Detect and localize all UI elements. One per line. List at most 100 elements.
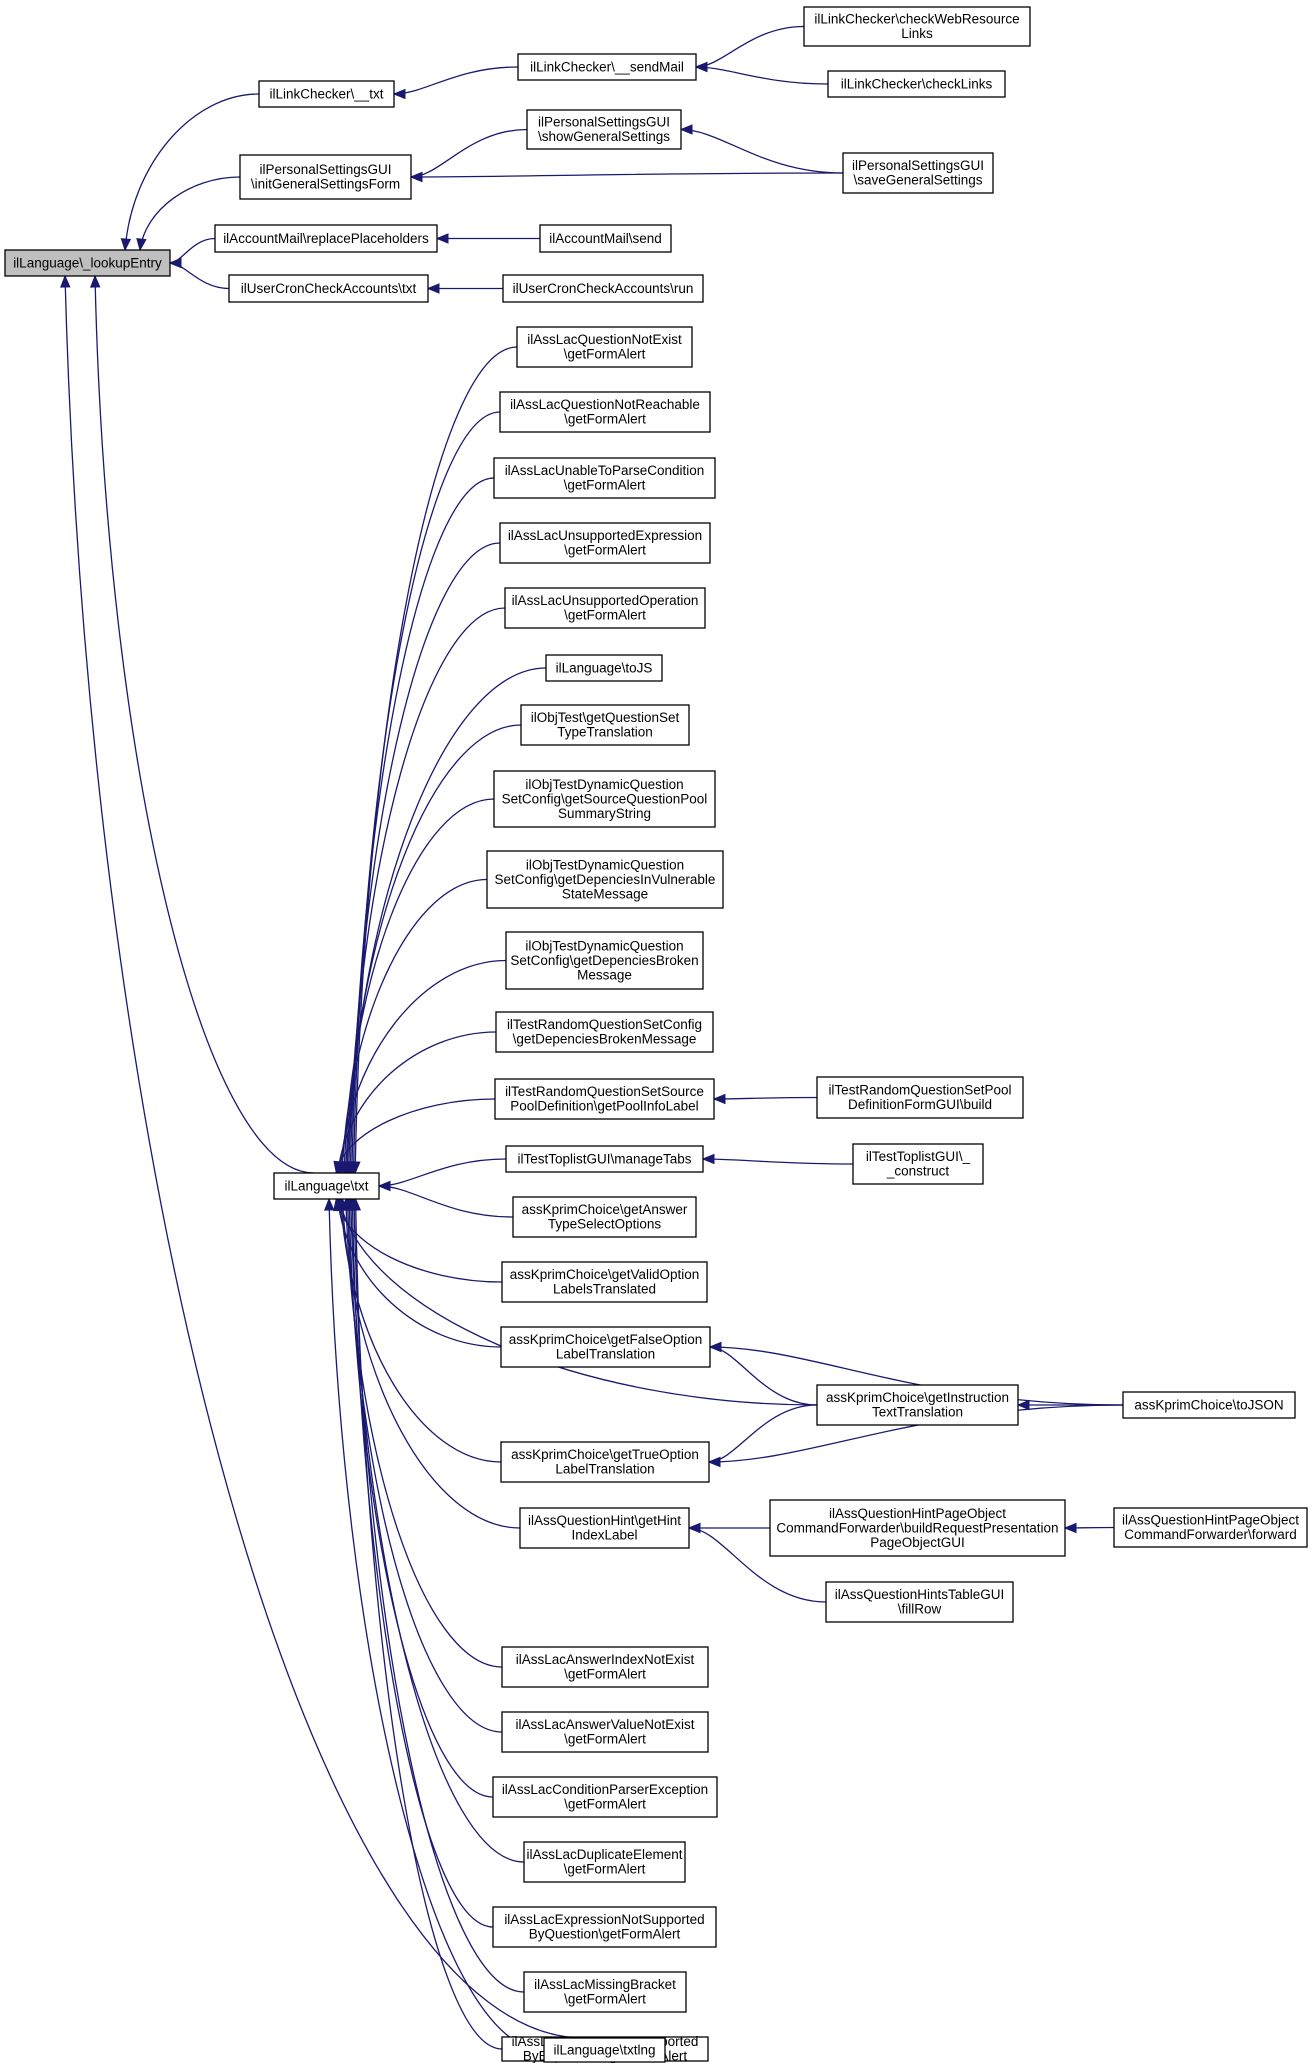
node-label: TypeTranslation (557, 725, 653, 740)
node-n6[interactable]: ilLanguage\toJS (545, 654, 663, 682)
node-label: \showGeneralSettings (538, 129, 670, 144)
node-label: CommandForwarder\buildRequestPresentatio… (776, 1520, 1058, 1535)
node-n16[interactable]: assKprimChoice\getFalseOptionLabelTransl… (500, 1326, 711, 1368)
node-label: PoolDefinition\getPoolInfoLabel (510, 1099, 698, 1114)
edge-n12-to-txt (335, 1098, 496, 1174)
node-box (495, 1011, 714, 1053)
node-box (526, 109, 682, 150)
edge-n13-to-txt (378, 1158, 507, 1187)
node-label: ilAccountMail\replacePlaceholders (223, 231, 429, 246)
node-label: ilLinkChecker\checkLinks (841, 76, 993, 91)
node-n13b[interactable]: ilTestToplistGUI\__construct (852, 1143, 984, 1185)
node-n24[interactable]: ilAssLacMissingBracket\getFormAlert (523, 1971, 687, 2013)
node-label: \getFormAlert (564, 1732, 646, 1747)
edge-lctxt-to-lookup (124, 93, 260, 251)
node-box (501, 1711, 709, 1753)
node-box (816, 1076, 1024, 1119)
node-initform[interactable]: ilPersonalSettingsGUI\initGeneralSetting… (239, 154, 412, 200)
node-accsend[interactable]: ilAccountMail\send (539, 224, 672, 253)
node-box (258, 80, 395, 108)
node-box (1113, 1507, 1308, 1548)
node-label: Message (577, 967, 632, 982)
node-n9[interactable]: ilObjTestDynamicQuestionSetConfig\getDep… (486, 850, 724, 909)
node-n2[interactable]: ilAssLacQuestionNotReachable\getFormAler… (499, 391, 711, 433)
node-savegen[interactable]: ilPersonalSettingsGUI\saveGeneralSetting… (842, 152, 994, 194)
node-n4[interactable]: ilAssLacUnsupportedExpression\getFormAle… (499, 522, 711, 564)
arrowhead-icon (60, 274, 71, 288)
node-n1[interactable]: ilAssLacQuestionNotExist\getFormAlert (516, 326, 693, 368)
node-n11[interactable]: ilTestRandomQuestionSetConfig\getDepenci… (495, 1011, 714, 1053)
node-instr[interactable]: assKprimChoice\getInstructionTextTransla… (816, 1384, 1019, 1426)
node-label: ilUserCronCheckAccounts\txt (241, 281, 417, 296)
node-box (816, 1384, 1019, 1426)
node-n12[interactable]: ilTestRandomQuestionSetSourcePoolDefinit… (494, 1078, 715, 1120)
node-n21[interactable]: ilAssLacConditionParserException\getForm… (492, 1776, 718, 1818)
edge-checklinks-to-sendmail (695, 66, 829, 85)
node-n20[interactable]: ilAssLacAnswerValueNotExist\getFormAlert (501, 1711, 709, 1753)
edge-n3-to-txt (351, 477, 495, 1174)
node-label: ilAssLacUnsupportedOperation (512, 593, 699, 608)
node-label: SummaryString (558, 806, 651, 821)
node-label: DefinitionFormGUI\build (848, 1097, 992, 1112)
node-box (4, 249, 171, 277)
edge-n2-to-txt (352, 411, 501, 1174)
node-txtlng[interactable]: ilLanguage\txtlng (543, 2037, 666, 2063)
node-showgen[interactable]: ilPersonalSettingsGUI\showGeneralSetting… (526, 109, 682, 150)
node-cronrun[interactable]: ilUserCronCheckAccounts\run (502, 274, 704, 303)
graph-edges (60, 25, 1124, 2051)
arrowhead-icon (333, 1160, 344, 1175)
graph-nodes: ilLanguage\_lookupEntry ilLinkChecker\__t… (4, 6, 1308, 2063)
node-n17[interactable]: assKprimChoice\getTrueOptionLabelTransla… (500, 1441, 710, 1483)
node-sendmail[interactable]: ilLinkChecker\__sendMail (517, 53, 697, 81)
node-n22[interactable]: ilAssLacDuplicateElement\getFormAlert (523, 1841, 686, 1883)
node-n10[interactable]: ilObjTestDynamicQuestionSetConfig\getDep… (505, 931, 704, 990)
edge-txtlng-to-txt (328, 1198, 545, 2051)
node-label: assKprimChoice\toJSON (1134, 1397, 1283, 1412)
node-buildreq[interactable]: ilAssQuestionHintPageObjectCommandForwar… (769, 1499, 1066, 1557)
node-forward[interactable]: ilAssQuestionHintPageObjectCommandForwar… (1113, 1507, 1308, 1548)
arrowhead-icon (136, 237, 147, 252)
node-label: \initGeneralSettingsForm (251, 177, 400, 192)
node-n5[interactable]: ilAssLacUnsupportedOperation\getFormAler… (504, 587, 706, 629)
node-n19[interactable]: ilAssLacAnswerIndexNotExist\getFormAlert (501, 1646, 709, 1688)
node-label: assKprimChoice\getFalseOption (509, 1332, 703, 1347)
node-n8[interactable]: ilObjTestDynamicQuestionSetConfig\getSou… (493, 770, 716, 828)
node-label: PageObjectGUI (870, 1535, 965, 1550)
node-lctxt[interactable]: ilLinkChecker\__txt (258, 80, 395, 108)
node-label: assKprimChoice\getAnswer (522, 1202, 688, 1217)
node-crontxt[interactable]: ilUserCronCheckAccounts\txt (228, 274, 429, 303)
node-label: ilPersonalSettingsGUI (852, 158, 984, 173)
arrowhead-icon (679, 124, 693, 135)
node-tojson[interactable]: assKprimChoice\toJSON (1122, 1391, 1296, 1419)
edge-n25-to-txt (354, 1198, 503, 2050)
node-n13[interactable]: ilTestToplistGUI\manageTabs (505, 1145, 704, 1173)
node-label: SetConfig\getSourceQuestionPool (502, 791, 708, 806)
node-label: \getFormAlert (564, 1862, 646, 1877)
node-lookup[interactable]: ilLanguage\_lookupEntry (4, 249, 171, 277)
node-label: TypeSelectOptions (548, 1217, 662, 1232)
node-box (803, 6, 1031, 47)
node-checklinks[interactable]: ilLinkChecker\checkLinks (827, 70, 1006, 98)
node-n3[interactable]: ilAssLacUnableToParseCondition\getFormAl… (493, 457, 716, 499)
node-replace[interactable]: ilAccountMail\replacePlaceholders (214, 224, 438, 253)
node-n15[interactable]: assKprimChoice\getValidOptionLabelsTrans… (501, 1261, 708, 1303)
arrowhead-icon (708, 1341, 722, 1353)
node-box (516, 326, 693, 368)
node-label: ilAssQuestionHint\getHint (528, 1513, 681, 1528)
node-n12b[interactable]: ilTestRandomQuestionSetPoolDefinitionFor… (816, 1076, 1024, 1119)
node-label: CommandForwarder\forward (1124, 1527, 1297, 1542)
node-label: Links (901, 26, 933, 41)
node-box (852, 1143, 984, 1185)
node-label: \getFormAlert (564, 478, 646, 493)
node-label: ilLinkChecker\__sendMail (530, 59, 684, 74)
node-n14[interactable]: assKprimChoice\getAnswerTypeSelectOption… (512, 1196, 697, 1238)
node-box (523, 1841, 686, 1883)
node-n23[interactable]: ilAssLacExpressionNotSupportedByQuestion… (492, 1906, 717, 1948)
node-label: ilAccountMail\send (549, 231, 662, 246)
node-txt[interactable]: ilLanguage\txt (273, 1172, 380, 1200)
arrowhead-icon (90, 274, 101, 288)
node-fillrow[interactable]: ilAssQuestionHintsTableGUI\fillRow (825, 1581, 1014, 1623)
